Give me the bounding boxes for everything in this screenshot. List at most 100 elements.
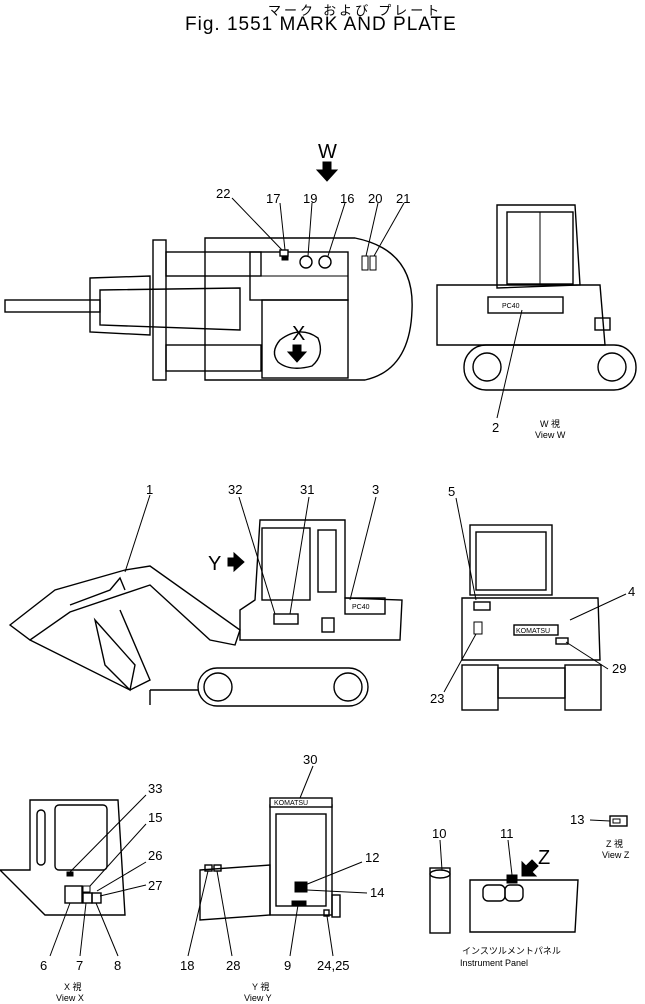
side-view-bucket [93,617,136,692]
view-z-label: View Z [602,850,630,860]
view-w [436,204,637,419]
callout-20: 20 [368,191,382,206]
rear-view-plate-komatsu [513,624,559,636]
view-x-label: View X [56,993,84,1003]
mark-5-plate [473,601,491,611]
callout-7: 7 [76,958,83,973]
mark-6-plate [64,885,83,904]
mark-11-plate [504,884,524,902]
callout-12: 12 [365,850,379,865]
top-view-blade [152,239,167,381]
callout-3: 3 [372,482,379,497]
side-view-boom [8,565,241,646]
top-view-bucket [89,275,151,336]
rear-view-plate-text: KOMATSU [516,628,550,635]
arrow-y-icon [227,551,245,573]
view-y-window [275,813,327,907]
callout-15: 15 [148,810,162,825]
arrow-w-label: W [318,141,337,163]
instrument-panel-label-jp: インスツルメントパネル [462,946,561,956]
view-z [589,815,628,827]
side-view-track [197,667,369,707]
callout-5: 5 [448,484,455,499]
callout-27: 27 [148,878,162,893]
arrow-w-icon [315,161,339,182]
mark-19 [299,255,313,269]
mark-10-plate [429,869,451,879]
top-view-engine-hood [261,299,349,379]
callout-29: 29 [612,661,626,676]
top-view-arm [4,299,101,313]
rear-view-track-left [461,664,499,711]
figure-title: Fig. 1551 MARK AND PLATE [185,14,457,35]
callout-13: 13 [570,812,584,827]
callout-9: 9 [284,958,291,973]
instrument-panel-body [469,879,579,933]
top-view-track-right [165,344,262,372]
side-view-plate-text: PC40 [352,604,370,611]
panel-side [429,867,451,934]
callout-32: 32 [228,482,242,497]
instrument-panel-label: Instrument Panel [460,958,528,968]
top-view-boom [99,287,241,331]
arrow-y-label: Y [208,553,221,575]
view-y-cab [269,804,333,916]
callout-6: 6 [40,958,47,973]
callout-8: 8 [114,958,121,973]
view-z-label-jp: Z 視 [606,838,623,849]
mark-20 [361,255,369,271]
mark-29-plate [555,637,569,645]
callout-17: 17 [266,191,280,206]
callout-11: 11 [500,826,514,841]
view-w-cab [496,204,581,289]
mark-8-plate [91,892,102,904]
side-view-cab-door [261,527,311,601]
side-view-plate-pc40 [344,597,386,615]
view-y-label-jp: Y 視 [252,981,269,992]
callout-31: 31 [300,482,314,497]
instrument-panel [429,839,579,934]
view-w-plate-text: PC40 [502,303,520,310]
view-w-track [463,344,637,391]
mark-30-plate [269,797,333,808]
rear-view [443,497,627,711]
view-y-plate-text: KOMATSU [274,800,308,807]
callout-28: 28 [226,958,240,973]
callout-22: 22 [216,186,230,201]
top-view [4,161,413,381]
view-x-label-jp: X 視 [64,981,82,992]
mark-12-plate [294,881,308,893]
arrow-z-icon [521,859,539,877]
rear-view-cab [469,524,553,596]
rear-view-track-right [564,664,602,711]
side-view [8,494,403,707]
figure-title-japanese: マーク および プレート [268,4,443,19]
rear-view-counterweight [461,597,601,661]
arrow-z-label: Z [538,847,550,869]
callout-18: 18 [180,958,194,973]
callout-1: 1 [146,482,153,497]
view-y-body [199,864,271,921]
view-w-plate-pc40 [487,296,564,314]
mark-21 [369,255,377,271]
callout-4: 4 [628,584,635,599]
callout-10: 10 [432,826,446,841]
view-y [187,765,368,957]
mark-9-plate [291,900,307,906]
mark-16 [318,255,332,269]
arrow-x-icon [286,344,308,363]
view-x [0,794,147,957]
callout-24-25: 24,25 [317,958,350,973]
callout-21: 21 [396,191,410,206]
callout-16: 16 [340,191,354,206]
mark-31-plate [273,613,299,625]
callout-19: 19 [303,191,317,206]
callout-33: 33 [148,781,162,796]
callout-30: 30 [303,752,317,767]
mark-17 [279,249,289,257]
rear-view-cab-window [475,531,547,591]
callout-14: 14 [370,885,384,900]
view-x-cab [0,799,126,916]
callout-2: 2 [492,420,499,435]
